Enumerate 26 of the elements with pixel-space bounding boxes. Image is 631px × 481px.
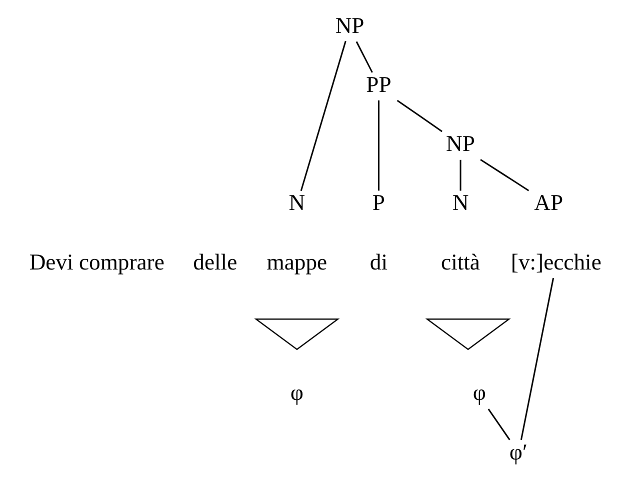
- node-text: φ: [472, 380, 486, 406]
- node-text: N: [288, 190, 306, 216]
- connector: [300, 40, 346, 191]
- connector: [378, 100, 380, 191]
- connector: [520, 278, 554, 440]
- node-text: P: [372, 190, 386, 216]
- node-triangle: [254, 318, 340, 350]
- node-text: NP: [446, 131, 475, 156]
- label: delle: [193, 249, 238, 274]
- node-text: AP: [534, 190, 564, 216]
- label: città: [441, 249, 480, 274]
- node-text: PP: [366, 72, 392, 97]
- node-text: NP: [335, 12, 364, 38]
- connector: [356, 41, 373, 73]
- connector: [460, 160, 462, 191]
- node-text: φ′: [509, 439, 528, 464]
- label: di: [370, 249, 388, 274]
- connector: [488, 408, 510, 440]
- connector: [396, 100, 442, 132]
- label: mappe: [266, 249, 328, 274]
- label: Devi comprare: [29, 249, 164, 274]
- node-text: φ: [290, 380, 304, 406]
- connector: [480, 158, 530, 192]
- node-triangle: [425, 318, 511, 350]
- node-text: [v:]ecchie: [510, 249, 602, 274]
- node-text: N: [452, 190, 469, 216]
